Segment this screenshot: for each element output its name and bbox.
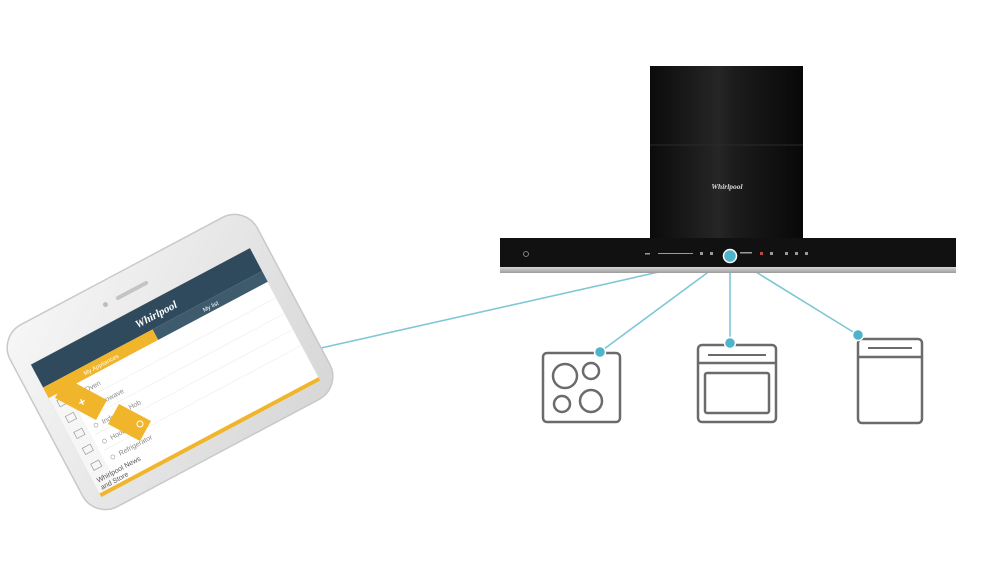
cooker-hood: Whirlpool bbox=[500, 66, 956, 273]
hood-control-panel bbox=[523, 251, 808, 257]
line-to-phone bbox=[271, 255, 731, 360]
app-header bbox=[30, 248, 263, 388]
dishwasher-icon bbox=[856, 337, 924, 425]
hood-steel-edge bbox=[500, 267, 956, 273]
hood-chimney bbox=[650, 66, 803, 238]
tab-my-appliances[interactable] bbox=[43, 329, 159, 399]
smartphone: Whirlpool My Appliances My list Oven bbox=[6, 213, 334, 511]
hood-brand-logo: Whirlpool bbox=[711, 182, 743, 191]
oven-icon bbox=[696, 343, 778, 424]
settings-icon bbox=[136, 420, 144, 428]
app-bottom-bar bbox=[99, 377, 321, 498]
hob-icon bbox=[541, 351, 622, 424]
phone-screen: Whirlpool My Appliances My list Oven bbox=[30, 247, 321, 498]
phone-bottom-actions: + bbox=[55, 378, 151, 441]
tab-my-list[interactable] bbox=[152, 271, 268, 340]
power-icon bbox=[523, 251, 529, 257]
node-dishwasher bbox=[851, 328, 865, 342]
phone-camera bbox=[102, 302, 108, 308]
node-hood bbox=[722, 248, 738, 264]
phone-speaker bbox=[115, 280, 149, 300]
node-oven bbox=[723, 336, 737, 350]
node-hob bbox=[593, 345, 607, 359]
